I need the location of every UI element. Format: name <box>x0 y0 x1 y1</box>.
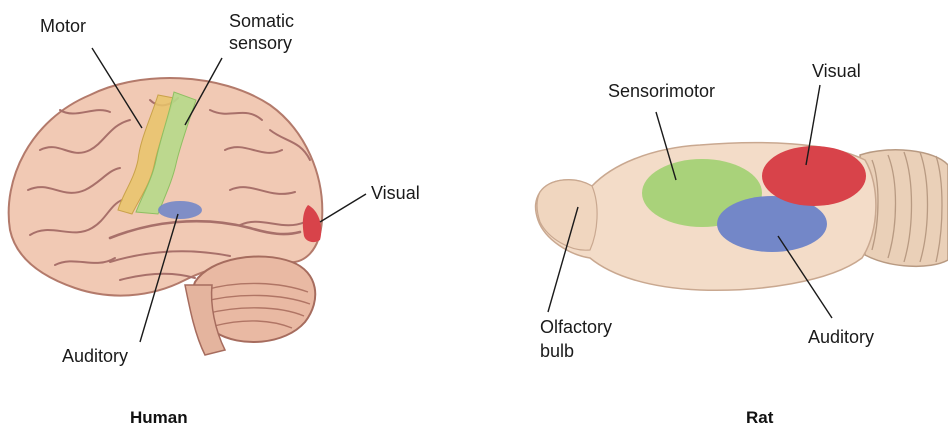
human-auditory-area <box>158 201 202 219</box>
human-visual-leader <box>320 194 366 222</box>
rat-auditory-label: Auditory <box>808 326 874 348</box>
human-caption: Human <box>130 408 188 428</box>
rat-visual-label: Visual <box>812 60 861 82</box>
somatic-sensory-label-line2: sensory <box>229 32 292 54</box>
rat-caption: Rat <box>746 408 773 428</box>
somatic-sensory-label-line1: Somatic <box>229 10 294 32</box>
rat-visual-area <box>762 146 866 206</box>
motor-label: Motor <box>40 15 86 37</box>
human-auditory-label: Auditory <box>62 345 128 367</box>
rat-brain <box>536 143 948 291</box>
sensorimotor-label: Sensorimotor <box>608 80 715 102</box>
olfactory-bulb-label-line1: Olfactory <box>540 316 612 338</box>
human-visual-label: Visual <box>371 182 420 204</box>
olfactory-bulb <box>537 180 597 250</box>
human-brain <box>9 78 323 355</box>
olfactory-bulb-label-line2: bulb <box>540 340 574 362</box>
